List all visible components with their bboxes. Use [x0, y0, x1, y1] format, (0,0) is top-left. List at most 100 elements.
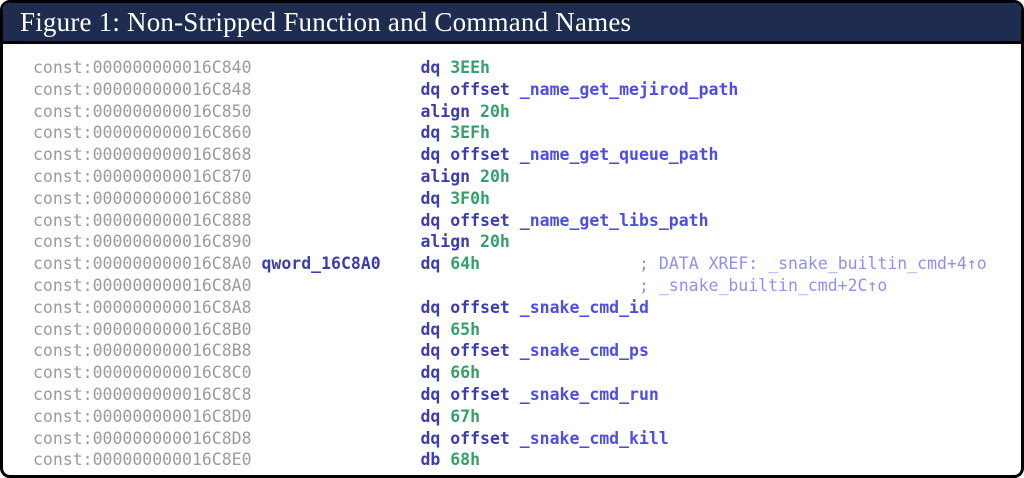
address: const:000000000016C870 — [33, 166, 252, 186]
operand-symbol: _snake_cmd_id — [519, 297, 649, 317]
address: const:000000000016C868 — [33, 145, 252, 165]
code-line: const:000000000016C8B8 dq offset _snake_… — [33, 340, 1021, 362]
address: const:000000000016C8A0 — [33, 275, 252, 295]
spacer — [252, 102, 421, 121]
address: const:000000000016C8D0 — [33, 406, 252, 426]
address: const:000000000016C8D8 — [33, 428, 252, 448]
code-line: const:000000000016C8E0 db 68h — [33, 449, 1021, 471]
address: const:000000000016C840 — [33, 58, 252, 77]
mnemonic: dq offset — [420, 79, 520, 99]
code-line: const:000000000016C8B0 dq 65h — [33, 319, 1021, 341]
data-label: qword_16C8A0 — [261, 254, 381, 274]
operand-value: 20h — [480, 166, 510, 186]
spacer — [252, 123, 421, 142]
spacer — [252, 211, 421, 230]
operand-value: 65h — [450, 319, 481, 339]
spacer — [252, 276, 639, 295]
code-line: const:000000000016C8A0 ; _snake_builtin_… — [33, 275, 1021, 297]
spacer — [252, 450, 421, 469]
operand-symbol: _snake_cmd_ps — [519, 341, 649, 361]
mnemonic: dq offset — [420, 145, 520, 165]
mnemonic: dq offset — [420, 384, 520, 404]
xref-comment: ; DATA XREF: _snake_builtin_cmd+4↑o — [639, 254, 987, 274]
address: const:000000000016C8A0 — [33, 254, 252, 274]
mnemonic: dq offset — [420, 210, 520, 230]
operand-value: 67h — [450, 406, 481, 426]
code-line: const:000000000016C8D8 dq offset _snake_… — [33, 428, 1021, 450]
code-line: const:000000000016C880 dq 3F0h — [33, 188, 1021, 210]
mnemonic: dq — [420, 188, 451, 208]
code-line: const:000000000016C870 align 20h — [33, 166, 1021, 188]
operand-value: 66h — [450, 363, 481, 383]
address: const:000000000016C8E0 — [33, 450, 252, 470]
mnemonic: dq offset — [420, 428, 520, 448]
address: const:000000000016C890 — [33, 232, 252, 252]
spacer — [252, 385, 421, 404]
figure-title-bar: Figure 1: Non-Stripped Function and Comm… — [3, 3, 1021, 44]
address: const:000000000016C8A8 — [33, 297, 252, 317]
code-line: const:000000000016C8D0 dq 67h — [33, 406, 1021, 428]
operand-value: 3F0h — [450, 188, 490, 208]
spacer — [252, 254, 262, 273]
address: const:000000000016C860 — [33, 123, 252, 143]
operand-value: 20h — [480, 101, 510, 121]
operand-value: 3EFh — [450, 123, 490, 143]
spacer — [252, 232, 421, 251]
operand-value: 3EEh — [450, 58, 490, 77]
spacer — [252, 429, 421, 448]
spacer — [252, 298, 421, 317]
code-line: const:000000000016C8C0 dq 66h — [33, 362, 1021, 384]
code-line: const:000000000016C860 dq 3EFh — [33, 122, 1021, 144]
address: const:000000000016C880 — [33, 188, 252, 208]
operand-value: 64h — [450, 254, 481, 274]
spacer — [252, 58, 421, 77]
code-line: const:000000000016C868 dq offset _name_g… — [33, 144, 1021, 166]
mnemonic: dq — [420, 406, 451, 426]
address: const:000000000016C8B8 — [33, 341, 252, 361]
spacer — [252, 167, 421, 186]
mnemonic: dq — [420, 123, 451, 143]
operand-symbol: _name_get_mejirod_path — [519, 79, 739, 99]
mnemonic: align — [420, 232, 481, 252]
code-line: const:000000000016C850 align 20h — [33, 101, 1021, 123]
operand-symbol: _name_get_libs_path — [519, 210, 709, 230]
mnemonic: dq — [420, 254, 451, 274]
code-line: const:000000000016C8A8 dq offset _snake_… — [33, 297, 1021, 319]
mnemonic: align — [420, 101, 481, 121]
code-line: const:000000000016C888 dq offset _name_g… — [33, 210, 1021, 232]
spacer — [252, 363, 421, 382]
spacer — [252, 189, 421, 208]
code-line: const:000000000016C8A0 qword_16C8A0 dq 6… — [33, 253, 1021, 275]
code-line: const:000000000016C848 dq offset _name_g… — [33, 79, 1021, 101]
spacer — [480, 254, 639, 273]
mnemonic: dq — [420, 58, 451, 77]
spacer — [252, 320, 421, 339]
address: const:000000000016C888 — [33, 210, 252, 230]
address: const:000000000016C8C8 — [33, 384, 252, 404]
code-line: const:000000000016C8C8 dq offset _snake_… — [33, 384, 1021, 406]
operand-symbol: _snake_cmd_kill — [519, 428, 669, 448]
mnemonic: dq — [420, 319, 451, 339]
mnemonic: db — [420, 450, 451, 470]
mnemonic: dq offset — [420, 341, 520, 361]
spacer — [252, 407, 421, 426]
operand-symbol: _snake_cmd_run — [519, 384, 659, 404]
spacer — [252, 145, 421, 164]
xref-comment: ; _snake_builtin_cmd+2C↑o — [638, 275, 888, 295]
address: const:000000000016C848 — [33, 79, 252, 99]
spacer — [381, 254, 421, 273]
mnemonic: align — [420, 166, 481, 186]
operand-value: 68h — [450, 450, 481, 470]
operand-symbol: _name_get_queue_path — [519, 145, 719, 165]
mnemonic: dq — [420, 363, 451, 383]
spacer — [252, 80, 421, 99]
mnemonic: dq offset — [420, 297, 520, 317]
operand-value: 20h — [480, 232, 510, 252]
spacer — [252, 341, 421, 360]
figure-title: Figure 1: Non-Stripped Function and Comm… — [20, 6, 632, 37]
address: const:000000000016C8C0 — [33, 363, 252, 383]
code-line: const:000000000016C840 dq 3EEh — [33, 57, 1021, 79]
code-line: const:000000000016C890 align 20h — [33, 231, 1021, 253]
